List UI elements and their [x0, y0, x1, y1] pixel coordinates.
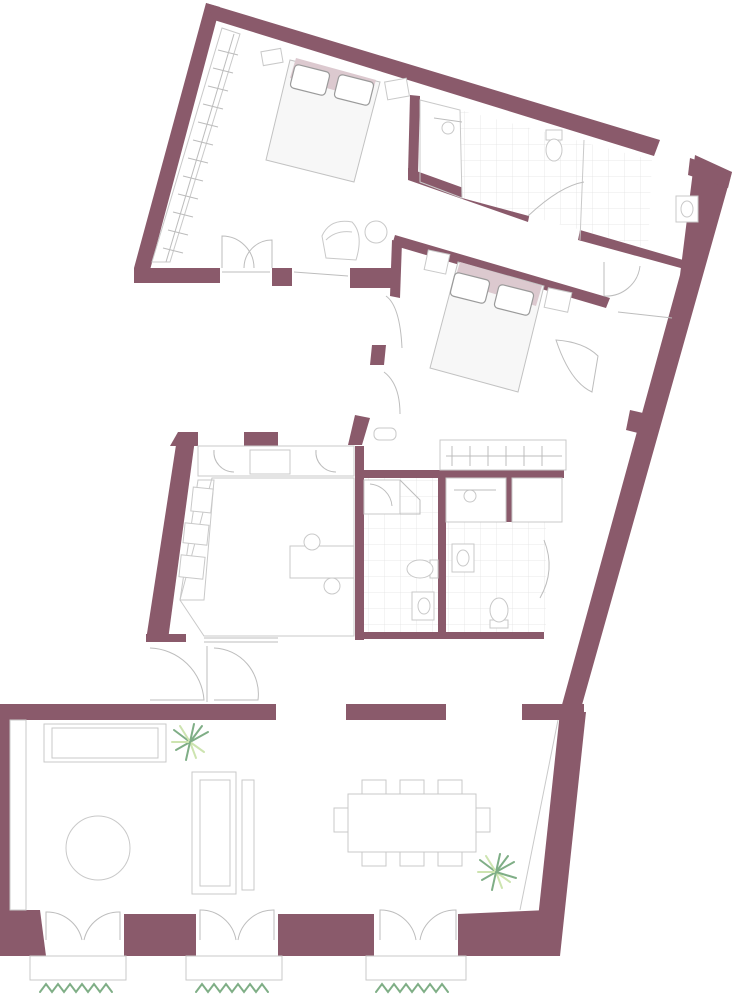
toilet-icon [406, 559, 439, 579]
toilet-icon [489, 597, 509, 629]
second-bedroom [373, 249, 599, 471]
shower-icon [433, 117, 463, 135]
sink-icon [451, 543, 475, 573]
shower-icon [454, 489, 496, 503]
plant-icon [477, 853, 517, 891]
top-bathroom [419, 99, 699, 319]
balcony [29, 955, 467, 981]
door-swing-icon [149, 646, 259, 702]
door-swing-icon [221, 235, 349, 277]
bathroom-right [445, 477, 563, 632]
round-rug-icon [65, 815, 131, 881]
bathroom-left [363, 478, 439, 632]
master-bedroom [151, 27, 410, 277]
bed-icon [260, 47, 410, 183]
plant-icon [39, 982, 449, 994]
toilet-icon [545, 129, 563, 162]
shelf [439, 439, 567, 471]
desk-icon [289, 533, 355, 595]
sofa-icon [43, 723, 167, 763]
armchair-icon [321, 220, 388, 261]
sink-icon [411, 591, 435, 621]
living-room [9, 719, 559, 994]
wardrobe [178, 479, 215, 601]
study-room [178, 445, 355, 643]
wardrobe [151, 27, 241, 263]
door-swing-icon [45, 909, 457, 941]
sink-icon [675, 195, 699, 223]
sofa-icon [191, 771, 255, 895]
walls [0, 3, 732, 956]
plant-icon [171, 723, 209, 761]
bed-icon [429, 261, 545, 393]
dining-table-icon [333, 779, 491, 867]
